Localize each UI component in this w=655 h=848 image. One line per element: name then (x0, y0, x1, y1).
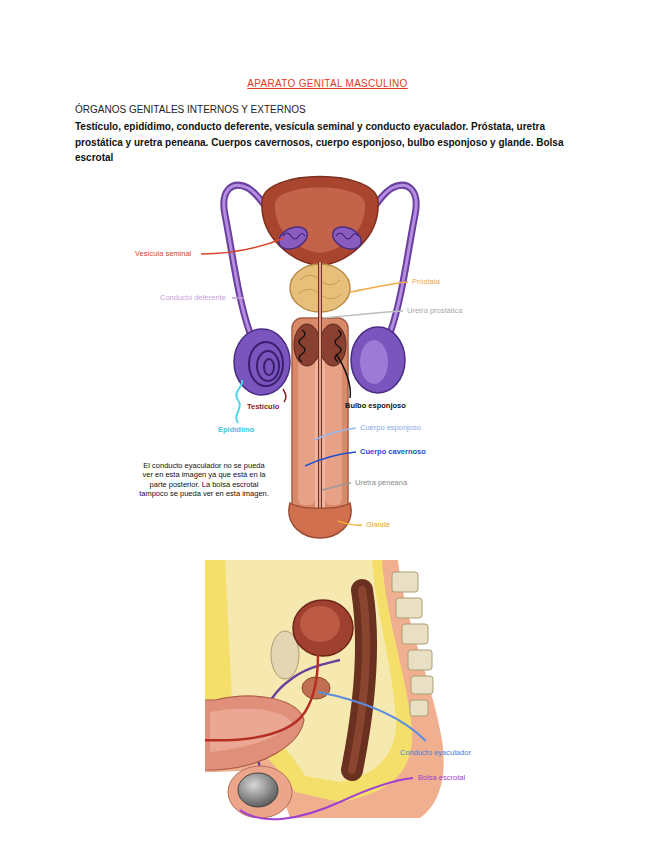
vertebra (402, 624, 428, 644)
urethra-lumen (319, 262, 321, 528)
vertebra (392, 572, 418, 592)
part-label: Testículo (247, 402, 279, 411)
bladder-inner (275, 188, 365, 254)
part-label: Vesícula seminal (135, 249, 191, 258)
leader-line (318, 692, 426, 741)
seminal-vesicle-coil (336, 233, 358, 239)
leader-line (283, 389, 286, 402)
vertebra (396, 598, 422, 618)
part-label: Conducto deferente (160, 293, 226, 302)
testis (351, 327, 405, 393)
part-label: Próstata (412, 277, 440, 286)
part-label: Epidídimo (218, 425, 254, 434)
part-label: Cuerpo cavernoso (360, 447, 426, 456)
leader-line (323, 311, 403, 318)
bladder-inner (300, 606, 340, 642)
testis-highlight (360, 340, 388, 384)
vertebra (410, 700, 428, 716)
part-label: Glande (366, 520, 390, 529)
body-paragraph: Testículo, epidídimo, conducto deferente… (75, 119, 575, 166)
bulb-coil (299, 330, 305, 362)
seminal-vesicle-coil (283, 233, 305, 239)
page-title: APARATO GENITAL MASCULINO (0, 78, 655, 91)
seminal-vesicle (275, 223, 311, 254)
note: El conducto eyaculador no se pueda ver e… (138, 461, 270, 499)
rectum (352, 590, 366, 770)
bulb (320, 324, 346, 366)
epididymis-coil (257, 351, 279, 381)
vertebra (408, 650, 432, 670)
epididymis-coil (249, 342, 283, 386)
bladder (293, 600, 353, 656)
urethra (318, 262, 322, 528)
corpus-cavernosum (298, 360, 315, 505)
leader-line (240, 778, 413, 819)
vertebra (411, 676, 433, 694)
part-label: Conducto eyaculador (400, 748, 471, 757)
section-heading: ÓRGANOS GENITALES INTERNOS Y EXTERNOS (75, 104, 306, 117)
leader-line (338, 521, 362, 525)
part-label: Cuerpo esponjoso (360, 423, 421, 432)
penis (205, 696, 304, 770)
leader-line (322, 483, 351, 490)
leader-line (314, 428, 356, 440)
part-label: Uretra prostática (407, 306, 462, 315)
seminal-vesicle (329, 223, 365, 254)
rectum-lumen (352, 590, 366, 770)
leader-line (232, 297, 244, 299)
bulb (294, 324, 320, 366)
urethra (205, 655, 318, 740)
leader-line (305, 452, 356, 466)
leader-line (236, 380, 242, 423)
leader-line (350, 282, 408, 292)
part-label: Bulbo esponjoso (345, 401, 406, 410)
leader-line (336, 354, 350, 398)
epididymis-coil (264, 359, 274, 375)
bladder (262, 177, 378, 267)
scrotum (228, 766, 292, 818)
part-label: Uretra peneana (355, 478, 407, 487)
leader-line (201, 238, 284, 254)
testis (238, 773, 278, 807)
part-label: Bolsa escrotal (418, 773, 465, 782)
glans (289, 503, 351, 538)
testis (234, 329, 290, 395)
